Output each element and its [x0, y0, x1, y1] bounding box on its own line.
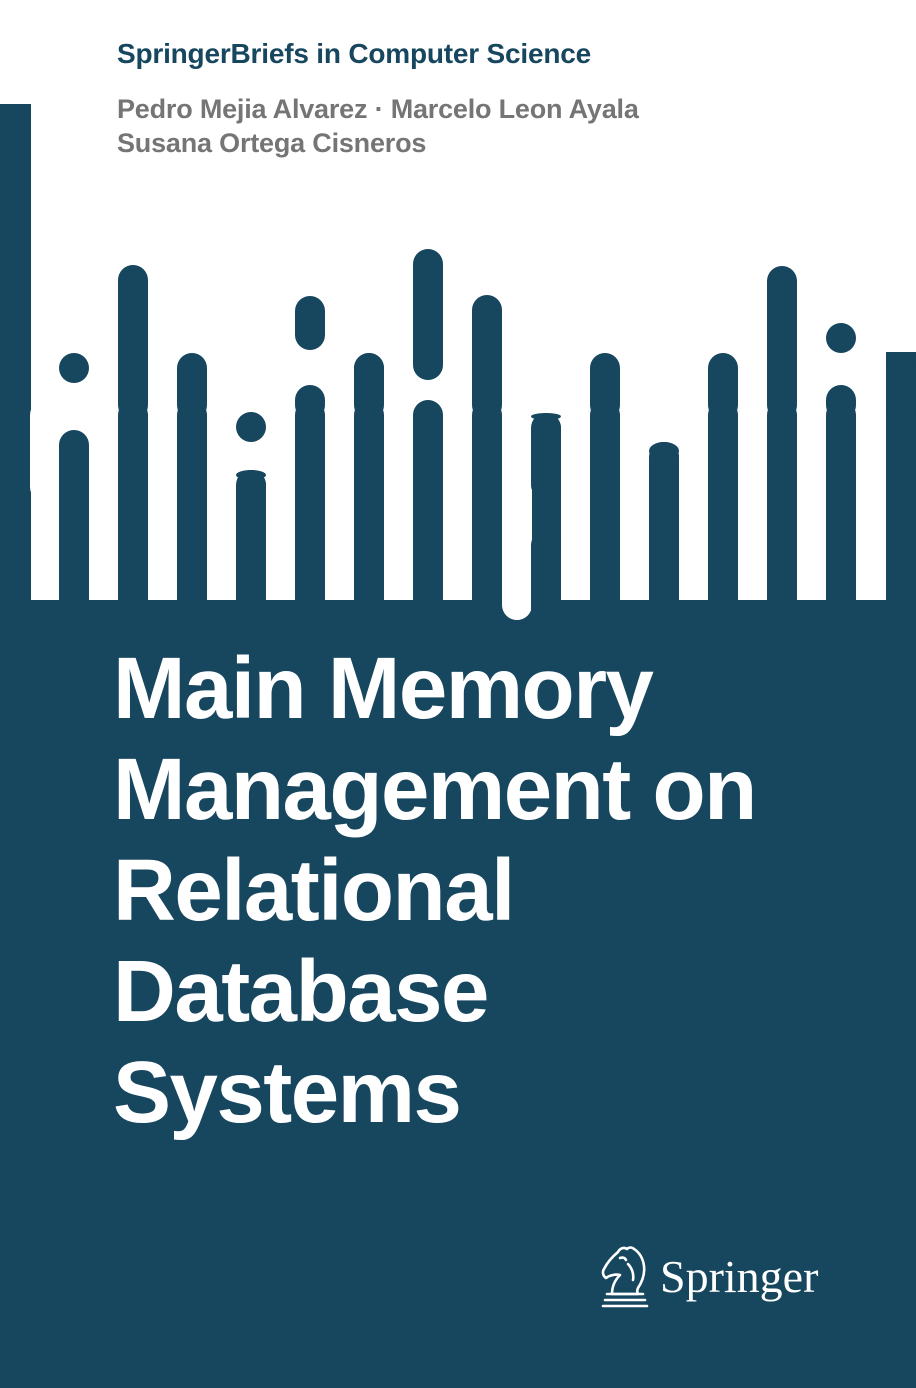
publisher-logo: Springer: [598, 1240, 818, 1314]
springer-chess-knight-icon: [601, 1246, 649, 1308]
wave-gap: [444, 404, 472, 560]
wave-gap: [326, 404, 354, 530]
wave-bar: [531, 530, 561, 640]
wave-bar: [472, 400, 502, 640]
wave-gap: [267, 404, 295, 530]
wave-bar: [413, 400, 443, 640]
wave-gap: [149, 404, 177, 532]
wave-bar: [118, 400, 148, 640]
wave-bar: [590, 400, 620, 640]
wave-bar: [767, 266, 797, 420]
wave-bar: [767, 400, 797, 640]
wave-dot: [236, 412, 266, 442]
wave-gap: [385, 404, 413, 590]
wave-gap: [503, 404, 531, 620]
wave-gap: [90, 404, 118, 590]
wave-bar: [649, 442, 679, 640]
title-line: Relational: [113, 842, 515, 939]
wave-gap: [680, 404, 708, 530]
author-line: Pedro Mejia Alvarez · Marcelo Leon Ayala: [117, 94, 639, 124]
title-line: Management on: [113, 741, 757, 838]
series-name: SpringerBriefs in Computer Science: [117, 38, 591, 69]
publisher-name: Springer: [660, 1251, 819, 1302]
title-line: Systems: [113, 1044, 462, 1141]
book-title: Main Memory Management on Relational Dat…: [113, 638, 757, 1143]
wave-gap: [739, 404, 767, 410]
wave-bar: [236, 470, 266, 640]
wave-gap: [31, 404, 59, 502]
wave-bar: [0, 400, 30, 640]
wave-bar: [177, 400, 207, 640]
wave-bar: [295, 400, 325, 640]
wave-bar: [413, 249, 443, 380]
author-list: Pedro Mejia Alvarez · Marcelo Leon Ayala…: [117, 92, 639, 160]
wave-bar: [59, 430, 89, 640]
title-line: Database: [113, 943, 489, 1040]
wave-bar: [118, 265, 148, 420]
wave-bar: [472, 295, 502, 420]
author-line: Susana Ortega Cisneros: [117, 128, 427, 158]
wave-bar: [708, 400, 738, 640]
wave-bar: [886, 400, 916, 640]
wave-dot: [354, 353, 384, 383]
wave-bar: [295, 296, 325, 350]
wave-dot: [826, 323, 856, 353]
wave-gap: [208, 404, 236, 502]
wave-gap: [857, 404, 885, 590]
wave-gap: [621, 404, 649, 530]
wave-gap: [798, 404, 826, 502]
wave-gap: [562, 404, 590, 590]
wave-bar: [826, 400, 856, 640]
wave-bar: [531, 413, 561, 500]
wave-bar: [354, 400, 384, 640]
title-line: Main Memory: [113, 640, 654, 737]
wave-dot: [59, 353, 89, 383]
